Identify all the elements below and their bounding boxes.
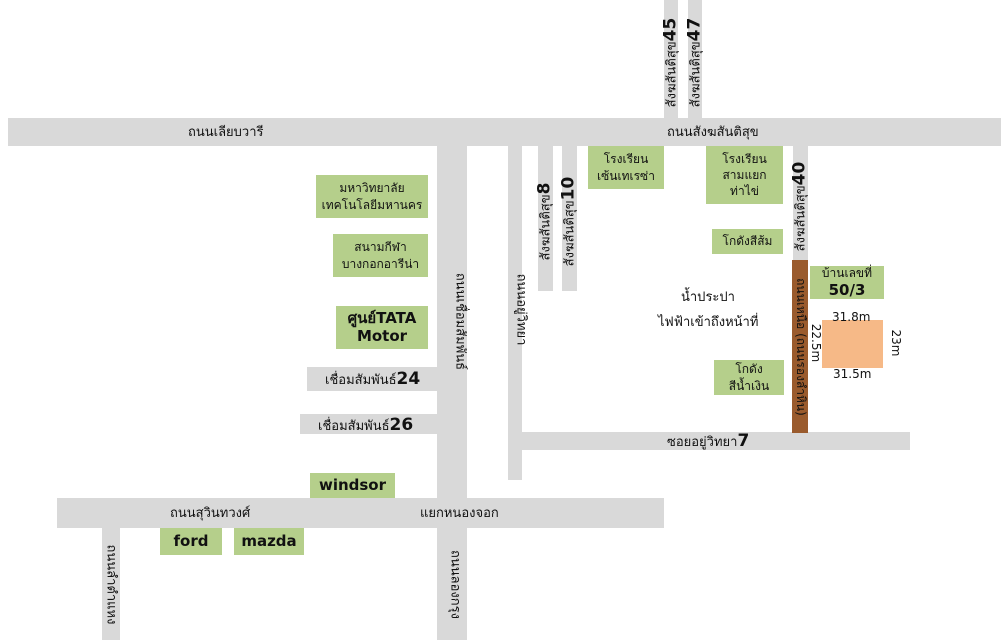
label-u-withaya: ถนนอยู่วิทยา [513,273,529,346]
brown-road [792,260,808,433]
place-warehouse-orange: โกดังสีส้ม [712,229,783,254]
utilities-note-line2: ไฟฟ้าเข้าถึงหน้าที่ [658,315,759,330]
label-nong-chok: ถนนลองกรุง [447,550,463,619]
label-brown-road: ถนนเหนือ (ถนนรองลำหิน) [794,278,808,416]
place-school-2: โรงเรียน สามแยก ท่าไข่ [706,146,783,204]
label-sangkhom-main: ถนนสังฆสันติสุข [667,125,759,140]
land-lot [822,320,883,368]
lot-top: 31.8m [832,310,871,324]
label-soi-u-withaya-7: ซอยอยู่วิทยา7 [667,431,750,451]
label-liap-wari: ถนนเลียบวารี [188,125,264,140]
label-suwinthawong: ถนนสุวินทวงศ์ [170,506,251,521]
label-sangkhom-8: สังฆสันติสุข8 [534,182,555,261]
road-lat-krabang [102,528,120,640]
lane-sangkhom-8 [538,146,553,291]
place-ford: ford [160,528,222,555]
road-liap-wari [8,118,1001,146]
lane-sangkhom-10 [562,146,577,291]
lot-bottom: 31.5m [833,367,872,381]
place-warehouse-blue: โกดัง สีน้ำเงิน [714,360,784,395]
label-chuam-sampan: ถนนเชื่อมสัมพันธ์ [452,272,468,371]
label-sangkhom-10: สังฆสันติสุข10 [558,176,579,267]
label-sangkhom-47: สังฆสันติสุข47 [684,17,705,108]
place-mazda: mazda [234,528,304,555]
place-university: มหาวิทยาลัย เทคโนโลยีมหานคร [316,175,428,218]
utilities-note-line1: น้ำประปา [681,290,735,305]
label-chuam-26: เชื่อมสัมพันธ์26 [318,415,414,435]
label-chuam-24: เชื่อมสัมพันธ์24 [325,369,421,389]
place-house: บ้านเลขที่ 50/3 [810,266,884,299]
place-windsor: windsor [310,473,395,498]
lane-sangkhom-47 [688,0,702,118]
road-suwinthawong [57,498,664,528]
lane-sangkhom-40 [793,146,808,260]
road-u-withaya [508,146,522,480]
lane-chuam-24 [307,367,437,391]
lane-sangkhom-45 [664,0,678,118]
lane-chuam-26 [300,414,437,434]
place-tata: ศูนย์TATA Motor [336,306,428,349]
place-school-1: โรงเรียน เซ้นเทเรซ่า [588,146,664,189]
label-lat-krabang: ถนนลำตำแหง [103,544,119,625]
label-sangkhom-40: สังฆสันติสุข40 [789,161,810,252]
place-stadium: สนามกีฬา บางกอกอารีน่า [333,234,428,277]
label-sangkhom-45: สังฆสันติสุข45 [660,17,681,108]
lane-u-withaya-7 [522,432,910,450]
label-intersection: แยกหนองจอก [420,506,499,521]
lot-right: 23m [889,329,903,357]
lot-left: 22.5m [809,323,823,363]
road-chuam-sampan [437,146,467,640]
